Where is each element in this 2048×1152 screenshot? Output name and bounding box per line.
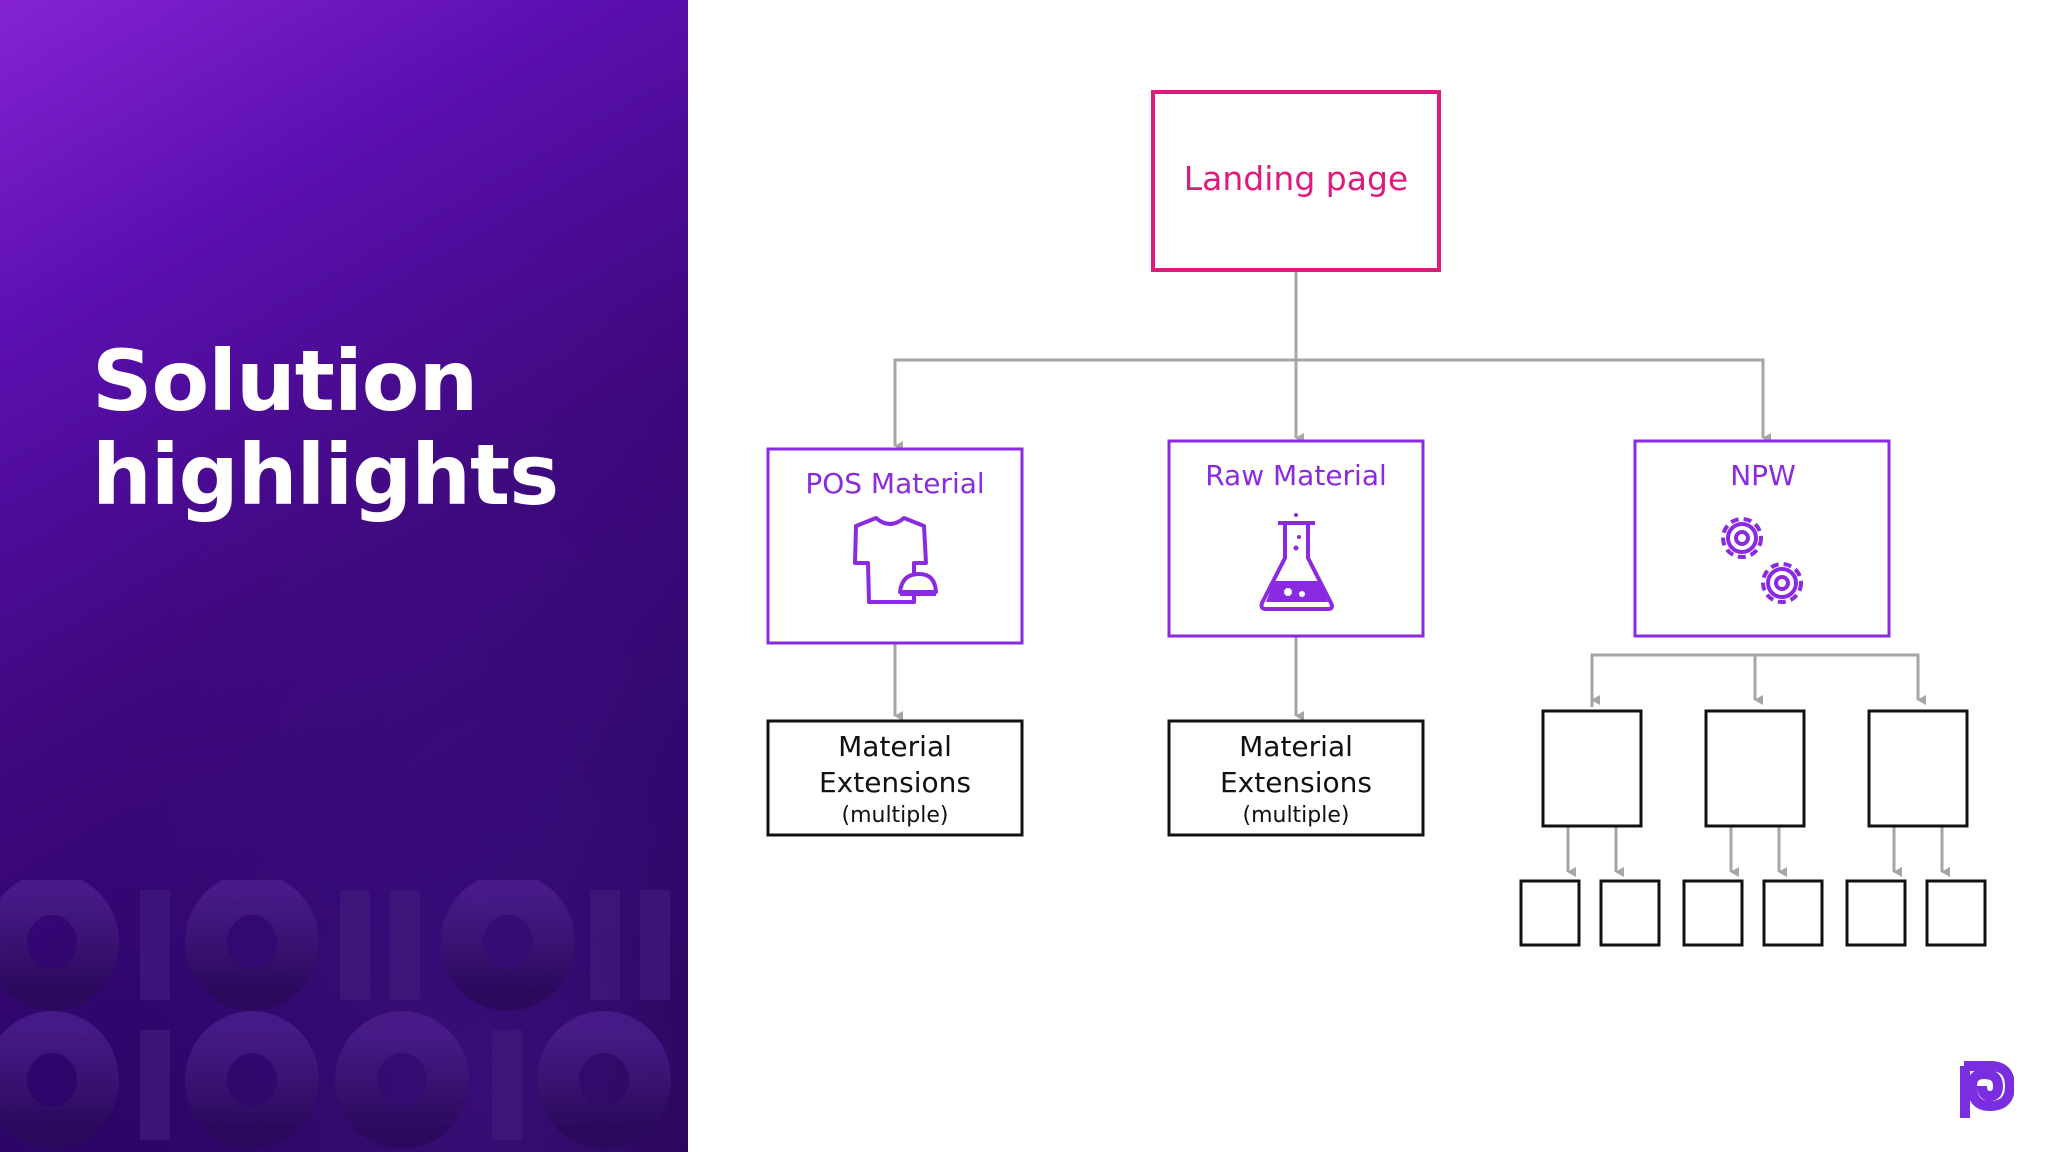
gears-icon <box>1721 517 1803 604</box>
pos-extensions-line3: (multiple) <box>841 803 948 828</box>
pos-material-label: POS Material <box>805 467 984 500</box>
pos-extensions-line1: Material <box>838 730 952 763</box>
hierarchy-diagram: Landing page POS Material Raw Material N… <box>766 90 1987 947</box>
npw-child-box <box>1867 709 1969 828</box>
npw-grandchild-box <box>1682 879 1744 947</box>
left-panel: Solution highlights <box>0 0 688 1152</box>
pos-material-node: POS Material <box>766 447 1024 645</box>
raw-extensions-line3: (multiple) <box>1242 803 1349 828</box>
raw-material-node: Raw Material <box>1167 439 1425 638</box>
title-line-1: Solution <box>92 332 478 430</box>
tshirt-cap-icon <box>853 516 938 604</box>
npw-grandchild-box <box>1762 879 1824 947</box>
npw-child-box <box>1541 709 1643 828</box>
landing-page-node: Landing page <box>1151 90 1441 272</box>
npw-label: NPW <box>1730 459 1796 492</box>
npw-subtree <box>1519 709 1987 947</box>
connector-lines <box>893 270 1950 877</box>
raw-extensions-line2: Extensions <box>1220 766 1372 799</box>
npw-grandchild-box <box>1925 879 1987 947</box>
pos-extensions-line2: Extensions <box>819 766 971 799</box>
npw-grandchild-box <box>1845 879 1907 947</box>
title-line-2: highlights <box>92 426 559 524</box>
raw-material-extensions-node: Material Extensions (multiple) <box>1167 719 1425 837</box>
npw-grandchild-box <box>1599 879 1661 947</box>
pos-material-extensions-node: Material Extensions (multiple) <box>766 719 1024 837</box>
brand-logo-icon <box>1960 1061 2014 1118</box>
binary-digits-decoration <box>0 880 671 1149</box>
raw-material-label: Raw Material <box>1205 459 1387 492</box>
slide-title: Solution highlights <box>92 332 559 524</box>
landing-page-label: Landing page <box>1184 159 1408 198</box>
npw-grandchild-box <box>1519 879 1581 947</box>
flask-icon <box>1259 513 1334 611</box>
raw-extensions-line1: Material <box>1239 730 1353 763</box>
npw-child-box <box>1704 709 1806 828</box>
npw-node: NPW <box>1633 439 1891 638</box>
